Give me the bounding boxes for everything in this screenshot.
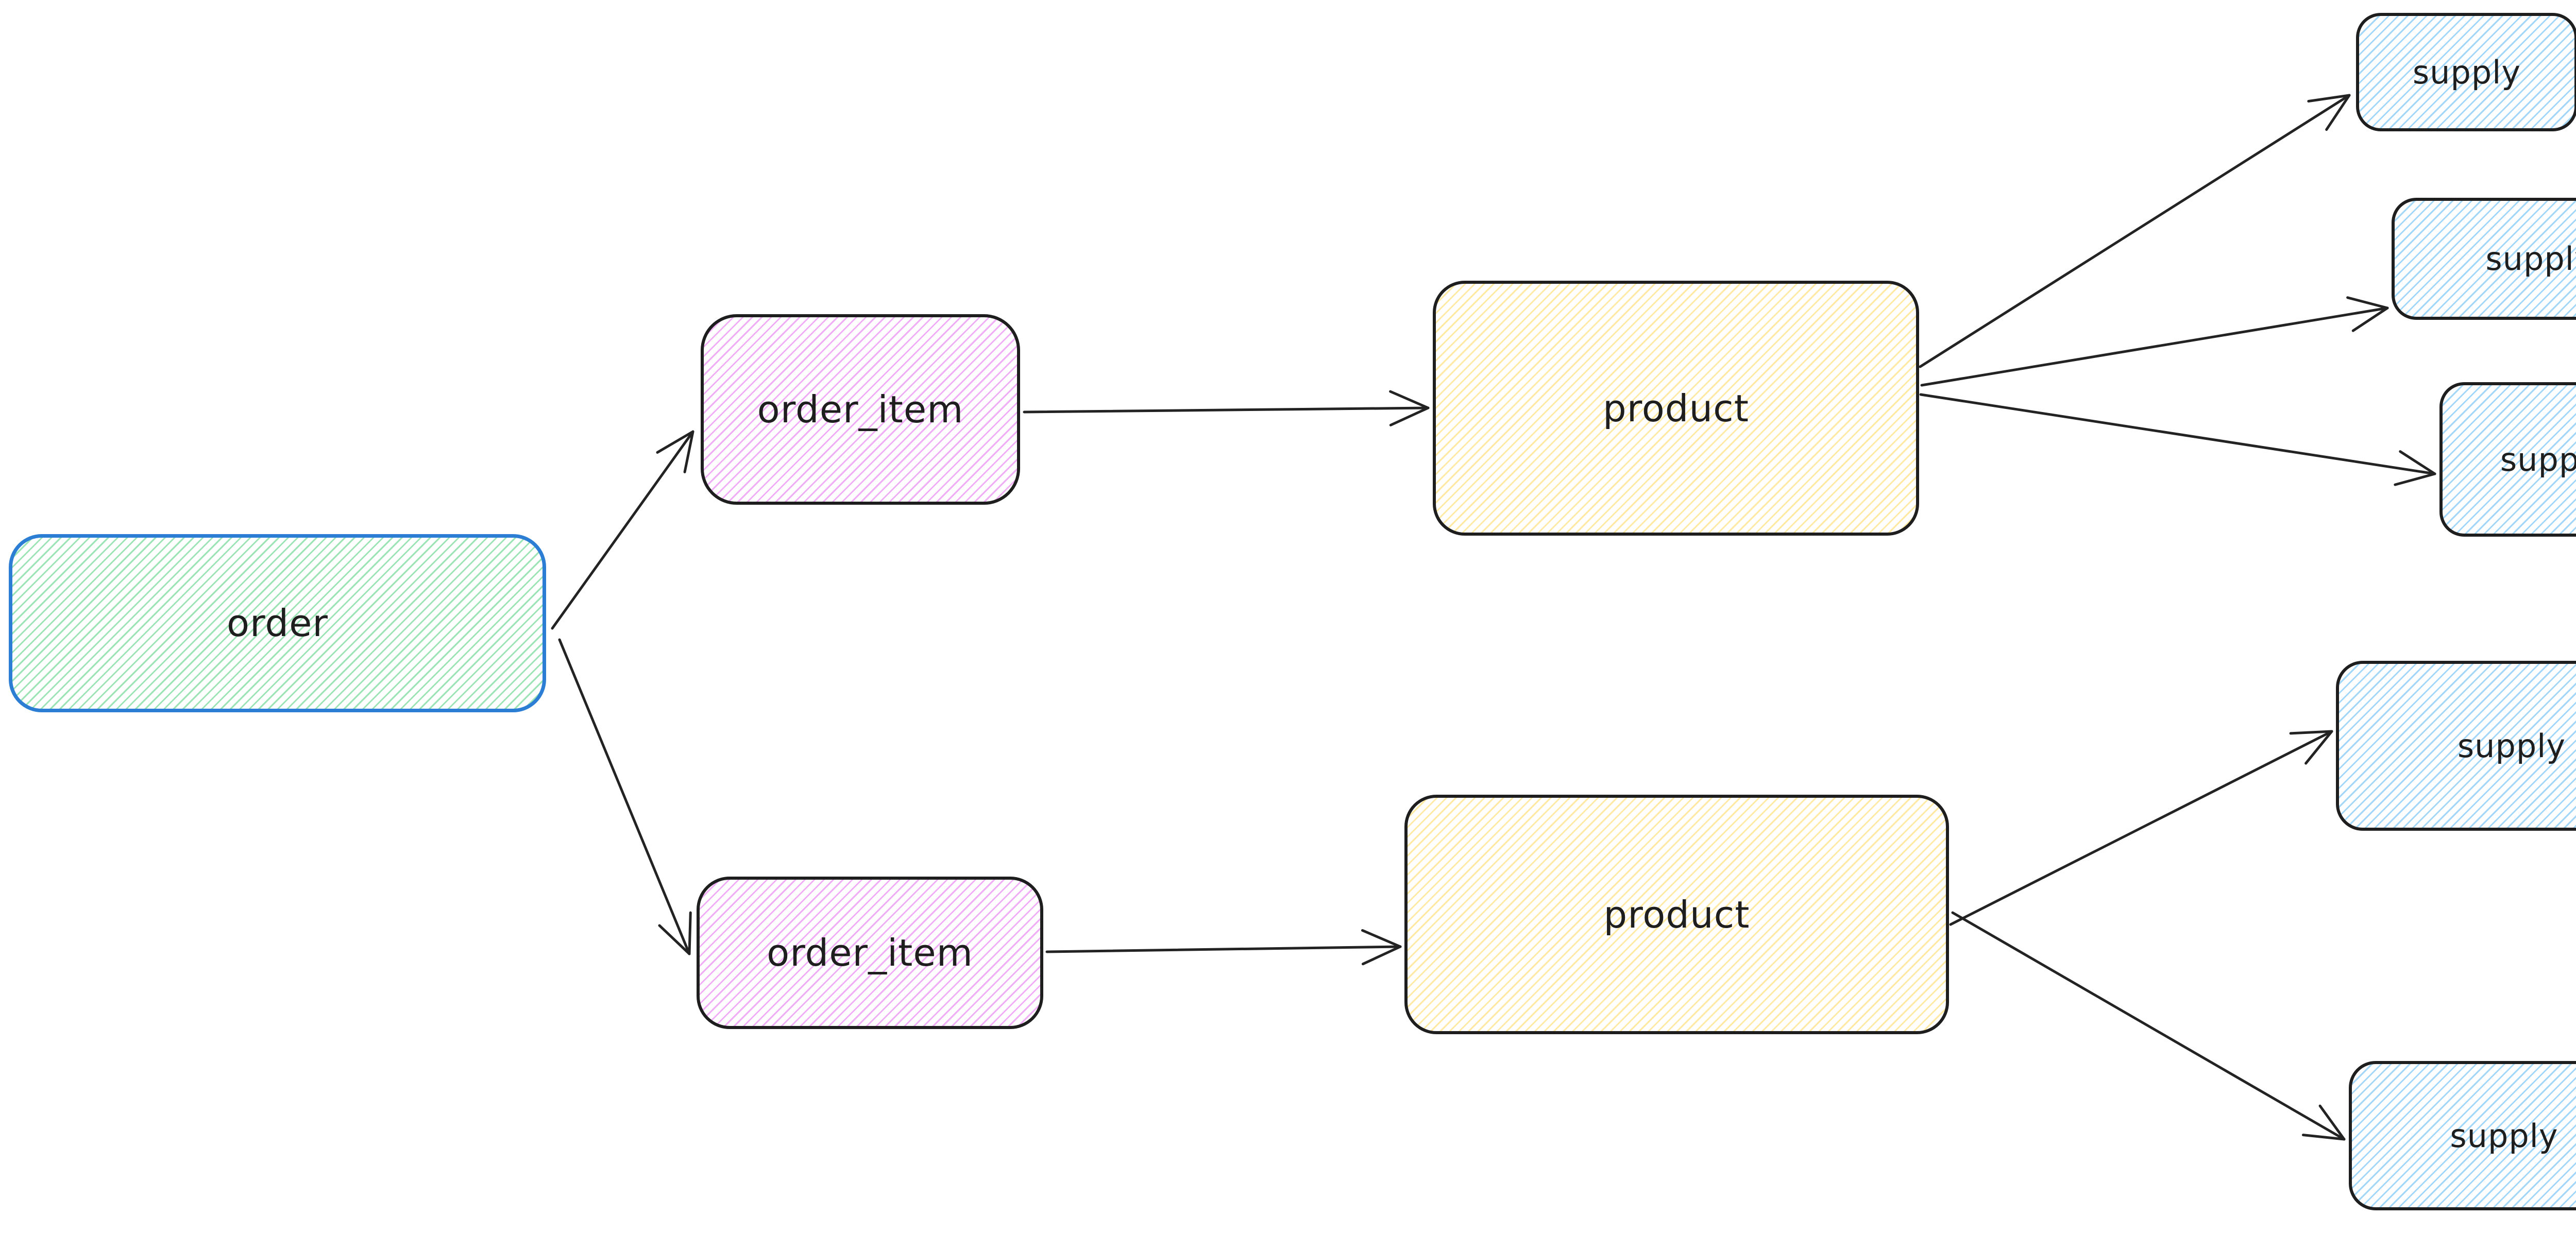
node-supply-2[interactable]: supply [2392,198,2576,320]
node-order-label: order [227,602,328,645]
node-supply-2-label: supply [2485,240,2576,278]
node-order-item-bottom-label: order_item [767,931,973,974]
node-supply-4-label: supply [2457,727,2566,765]
node-order-item-bottom[interactable]: order_item [697,877,1043,1029]
arrow-order-item-top-to-product-top[interactable] [1023,390,1430,426]
node-product-top-label: product [1603,386,1749,430]
node-supply-5[interactable]: supply [2349,1061,2576,1210]
node-supply-3[interactable]: supply [2439,382,2576,537]
node-order-item-top-label: order_item [757,388,964,431]
node-supply-3-label: supply [2500,440,2576,478]
node-product-top[interactable]: product [1433,281,1919,536]
node-order[interactable]: order [9,534,546,712]
arrow-product-top-to-supply-3[interactable] [1919,393,2436,486]
arrow-product-top-to-supply-2[interactable] [1920,296,2389,387]
arrow-product-top-to-supply-1[interactable] [1919,94,2351,368]
arrow-product-bottom-to-supply-4[interactable] [1949,730,2333,926]
node-product-bottom-label: product [1603,893,1750,936]
node-supply-5-label: supply [2450,1117,2558,1155]
arrow-order-to-order-item-bottom[interactable] [558,638,692,955]
node-supply-1[interactable]: supply [2356,13,2576,131]
node-product-bottom[interactable]: product [1404,795,1949,1034]
node-supply-4[interactable]: supply [2336,661,2576,831]
arrow-order-item-bottom-to-product-bottom[interactable] [1045,929,1402,966]
node-supply-1-label: supply [2412,53,2521,91]
node-order-item-top[interactable]: order_item [701,314,1020,505]
arrow-order-to-order-item-top[interactable] [551,430,694,630]
arrow-product-bottom-to-supply-5[interactable] [1951,911,2346,1141]
